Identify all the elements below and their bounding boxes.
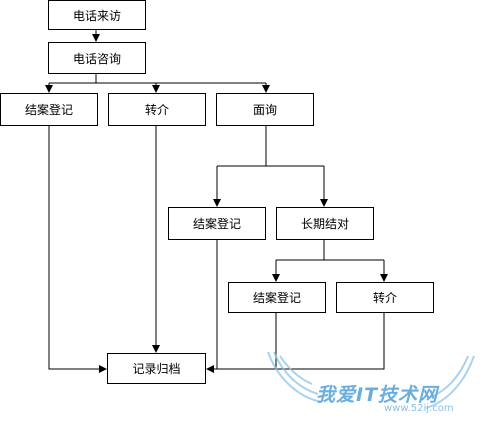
node-referral-1: 转介: [108, 93, 206, 126]
node-referral-2: 转介: [336, 282, 434, 313]
node-archive: 记录归档: [107, 353, 206, 384]
node-close-register-3: 结案登记: [228, 282, 326, 313]
node-phone-consult: 电话咨询: [48, 42, 146, 74]
node-call-visit: 电话来访: [48, 0, 146, 30]
node-interview: 面询: [216, 93, 314, 126]
edge-referral2-archive: [206, 313, 385, 373]
node-close-register-1: 结案登记: [0, 93, 98, 126]
edge-close1-archive: [48, 126, 107, 373]
node-long-term: 长期结对: [276, 207, 374, 240]
node-close-register-2: 结案登记: [168, 207, 266, 240]
